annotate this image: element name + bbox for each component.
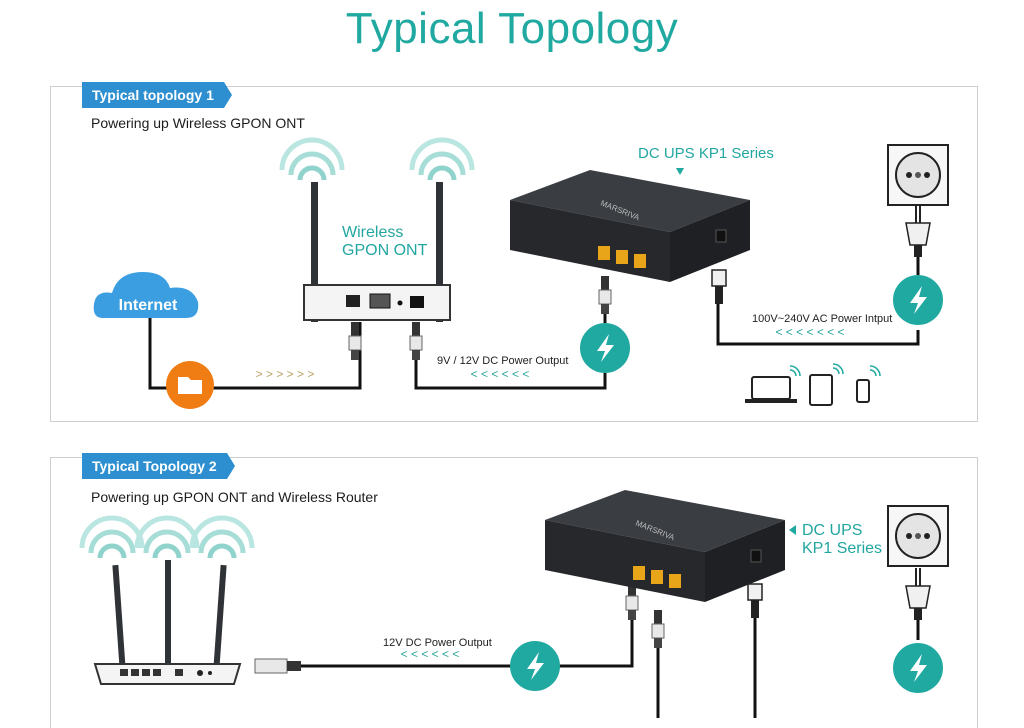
- internet-label: Internet: [119, 297, 178, 314]
- laptop-icon: [745, 376, 797, 403]
- dc-output-label-2: 12V DC Power Output: [383, 637, 492, 649]
- wall-outlet-icon: [887, 144, 949, 206]
- dc-output-label: 9V / 12V DC Power Output: [437, 355, 569, 367]
- wall-outlet-icon: [887, 505, 949, 567]
- wifi-icon: [82, 518, 142, 558]
- wireless-gpon-ont-device: [303, 182, 451, 322]
- phone-icon: [856, 379, 870, 403]
- dc-plug-icon: [598, 275, 612, 315]
- dc-ups-device: [509, 169, 751, 283]
- wireless-gpon-label-line1: Wireless: [342, 224, 404, 241]
- dc-plug-icon: [651, 609, 665, 649]
- ups-label-2-line1: DC UPS: [802, 522, 863, 539]
- device-wifi-icons: [789, 363, 881, 377]
- topology-1-panel: [50, 86, 978, 422]
- fiber-cable: [148, 318, 362, 390]
- tablet-icon: [809, 374, 833, 406]
- dc-arrows: < < < < < <: [471, 367, 530, 381]
- ups-pointer-icon: [789, 525, 796, 535]
- folder-icon: [178, 377, 202, 394]
- dc-arrows-2: < < < < < <: [401, 647, 460, 661]
- internet-cloud: [93, 272, 199, 318]
- wifi-icon: [192, 518, 252, 558]
- eu-plug-icon: [905, 204, 931, 258]
- topology-2-tag: Typical Topology 2: [82, 453, 235, 479]
- ac-power-bolt-icon: [893, 643, 943, 693]
- dc-plug-icon: [409, 321, 423, 361]
- dc-cable: [414, 360, 607, 390]
- ac-power-bolt-icon: [893, 275, 943, 325]
- topology-2-subtitle: Powering up GPON ONT and Wireless Router: [91, 489, 378, 505]
- ups-label: DC UPS KP1 Series: [638, 145, 774, 162]
- wireless-router-device: [93, 560, 242, 685]
- iec-connector-icon: [747, 583, 763, 618]
- wifi-icon: [412, 140, 472, 180]
- wifi-icon: [137, 518, 197, 558]
- wifi-icon: [282, 140, 342, 180]
- eu-plug-icon: [905, 567, 931, 621]
- ups-label-2-line2: KP1 Series: [802, 540, 883, 557]
- topology-1-subtitle: Powering up Wireless GPON ONT: [91, 115, 305, 131]
- dc-power-bolt-icon: [580, 323, 630, 373]
- topology-1-tag: Typical topology 1: [82, 82, 232, 108]
- fiber-arrows: > > > > > >: [256, 367, 315, 381]
- ac-arrows: < < < < < < <: [775, 325, 844, 339]
- page-title: Typical Topology: [345, 4, 679, 53]
- dc-plug-icon: [254, 658, 301, 674]
- dc-cable-2: [301, 620, 634, 668]
- wireless-gpon-label-line2: GPON ONT: [342, 242, 428, 259]
- ac-input-label: 100V~240V AC Power Intput: [752, 313, 893, 325]
- dc-power-bolt-icon: [510, 641, 560, 691]
- ups-pointer-icon: [676, 168, 684, 175]
- ac-cable: [716, 282, 920, 346]
- iec-connector-icon: [711, 269, 727, 304]
